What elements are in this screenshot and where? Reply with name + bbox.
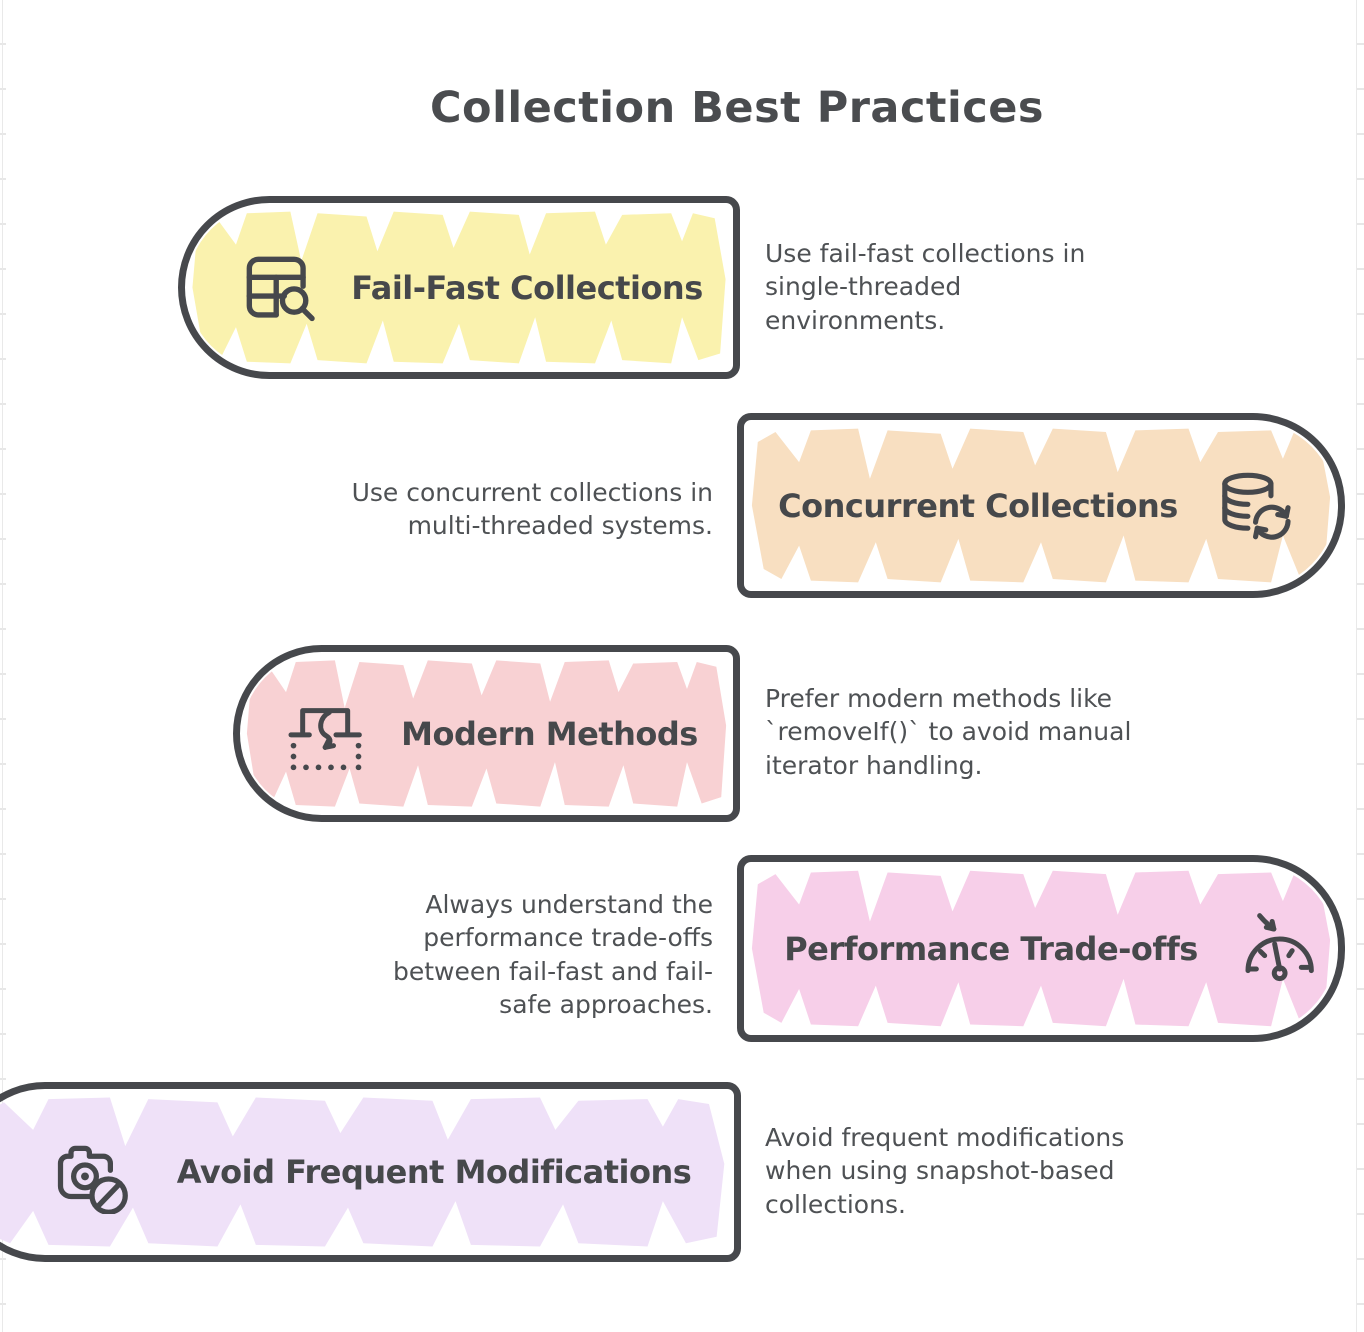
card-description: Always understand the performance trade-… — [393, 890, 713, 1019]
grid-line-left — [2, 0, 3, 1332]
table-search-icon — [235, 245, 321, 331]
card-modern-methods: Modern Methods — [233, 645, 740, 822]
card-label: Performance Trade-offs — [784, 929, 1198, 968]
grid-line-right — [1356, 0, 1357, 1332]
card-avoid-frequent-modifications: Avoid Frequent Modifications — [0, 1082, 741, 1262]
card-label: Modern Methods — [401, 714, 698, 753]
card-label: Concurrent Collections — [778, 486, 1178, 525]
card-concurrent-collections: Concurrent Collections — [737, 413, 1345, 598]
no-camera-icon — [50, 1130, 134, 1214]
speedometer-icon — [1238, 909, 1318, 989]
card-fail-fast-collections: Fail-Fast Collections — [178, 196, 740, 379]
grid-ticks-left — [0, 0, 6, 1332]
database-sync-icon — [1212, 465, 1294, 547]
card-label: Avoid Frequent Modifications — [176, 1153, 692, 1191]
grid-ticks-right — [1357, 0, 1364, 1332]
page-title: Collection Best Practices — [430, 82, 1044, 133]
card-description: Prefer modern methods like `removeIf()` … — [765, 684, 1132, 780]
card-description: Use concurrent collections in multi-thre… — [351, 478, 713, 541]
insert-below-icon — [286, 694, 366, 774]
card-performance-trade-offs: Performance Trade-offs — [737, 855, 1345, 1042]
card-label: Fail-Fast Collections — [351, 268, 703, 307]
card-description: Avoid frequent modifications when using … — [765, 1123, 1125, 1219]
card-description: Use fail-fast collections in single-thre… — [765, 239, 1086, 335]
